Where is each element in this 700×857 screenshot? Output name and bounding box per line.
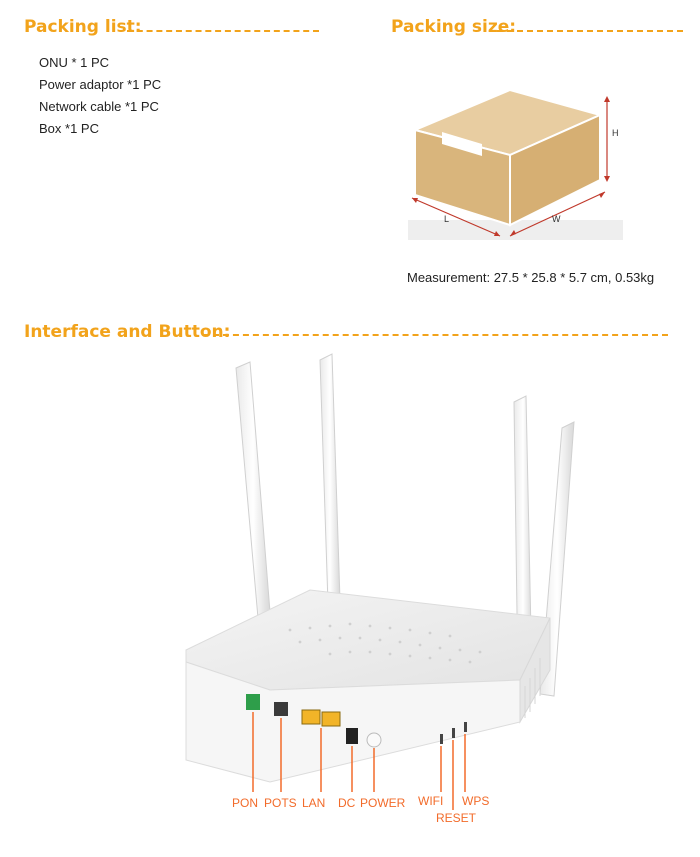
list-item: Network cable *1 PC [39,99,159,114]
interface-divider [203,334,668,336]
list-item: ONU * 1 PC [39,55,110,70]
pon-label: PON [232,796,258,810]
wifi-button [440,734,443,744]
interface-title: Interface and Button: [24,322,231,342]
measurement-text: Measurement: 27.5 * 25.8 * 5.7 cm, 0.53k… [407,270,655,285]
reset-label: RESET [436,811,477,825]
lan-port [321,711,341,727]
packing-list-title: Packing list: [24,17,142,37]
reset-hole [452,728,455,738]
pon-port [246,694,260,710]
packing-size-title: Packing size: [391,17,517,37]
power-label: POWER [360,796,406,810]
onu-router-photo: PON POTS LAN DC POWER WIFI RESET WPS [170,350,610,855]
pots-port [274,702,288,716]
wifi-label: WIFI [418,794,443,808]
dim-l-label: L [444,214,449,224]
wps-button [464,722,467,732]
packing-list: ONU * 1 PC Power adaptor *1 PC Network c… [39,52,161,140]
dc-label: DC [338,796,356,810]
packing-list-divider [127,30,319,32]
dc-port [346,728,358,744]
antenna [235,361,271,619]
dim-h-label: H [612,128,619,138]
lan-port [301,709,321,725]
wps-label: WPS [462,794,489,808]
list-item: Power adaptor *1 PC [39,77,162,92]
dim-w-label: W [552,214,561,224]
antenna [319,353,341,605]
lan-label: LAN [302,796,325,810]
list-item: Box *1 PC [39,121,99,136]
pots-label: POTS [264,796,297,810]
power-button [366,732,382,748]
packing-size-divider [497,30,683,32]
box-illustration: H L W [400,80,630,255]
